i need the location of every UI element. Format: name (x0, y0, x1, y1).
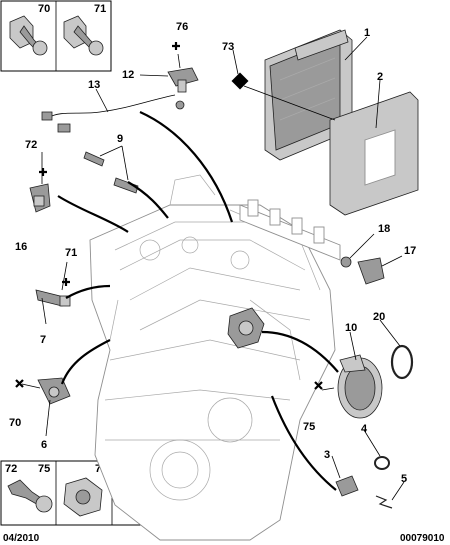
seal-part-4 (374, 456, 390, 470)
callout-1: 1 (364, 27, 370, 39)
harness-part-13 (41, 94, 185, 133)
clip-part-5 (375, 495, 393, 509)
callout-20: 20 (373, 311, 385, 323)
fastener-label-75: 75 (38, 463, 50, 475)
callout-7: 7 (40, 334, 46, 346)
callout-76: 76 (176, 21, 188, 33)
cross-markers (15, 42, 323, 390)
callout-70: 70 (9, 417, 21, 429)
callout-5: 5 (401, 473, 407, 485)
bracket-part-2 (329, 91, 419, 216)
callout-18: 18 (378, 223, 390, 235)
callout-13: 13 (88, 79, 100, 91)
airflow-meter-part-10 (337, 354, 383, 419)
sensor-part-16 (29, 183, 51, 213)
fastener-box-top: 70 71 (0, 0, 112, 72)
callout-6: 6 (41, 439, 47, 451)
callout-3: 3 (324, 449, 330, 461)
fastener-label-70: 70 (38, 3, 50, 15)
callout-17: 17 (404, 245, 416, 257)
callout-75: 75 (303, 421, 315, 433)
callout-4: 4 (361, 423, 368, 435)
callout-numbers: 1 2 3 4 5 6 7 9 10 12 13 16 17 18 20 70 … (9, 21, 416, 485)
callout-10: 10 (345, 322, 357, 334)
nut-73-image (63, 477, 103, 517)
bolt-71-image (63, 15, 104, 56)
bolt-70-image (9, 15, 48, 56)
callout-73: 73 (222, 41, 234, 53)
callout-71: 71 (65, 247, 77, 259)
sensor-part-7 (35, 289, 71, 307)
callout-72: 72 (25, 139, 37, 151)
sensor-part-3 (335, 475, 359, 497)
throttle-body (227, 307, 265, 349)
sensor-part-12 (167, 67, 199, 93)
callout-2: 2 (377, 71, 383, 83)
callout-16: 16 (15, 241, 27, 253)
callout-leaders (21, 36, 405, 501)
footer-reference: 00079010 (400, 533, 445, 544)
clip-part-73 (231, 72, 249, 90)
callout-9: 9 (117, 133, 123, 145)
fuel-rail (239, 199, 341, 261)
bolt-72-75-image (7, 479, 53, 513)
sensor-part-9 (83, 151, 139, 194)
fastener-label-72: 72 (5, 463, 17, 475)
oring-part-20 (390, 344, 414, 380)
sensor-part-17-18 (340, 256, 385, 285)
harness-leader-lines (57, 110, 339, 491)
fastener-label-71: 71 (94, 3, 106, 15)
callout-12: 12 (122, 69, 134, 81)
footer-date: 04/2010 (3, 533, 40, 544)
sensor-part-6 (37, 377, 71, 405)
